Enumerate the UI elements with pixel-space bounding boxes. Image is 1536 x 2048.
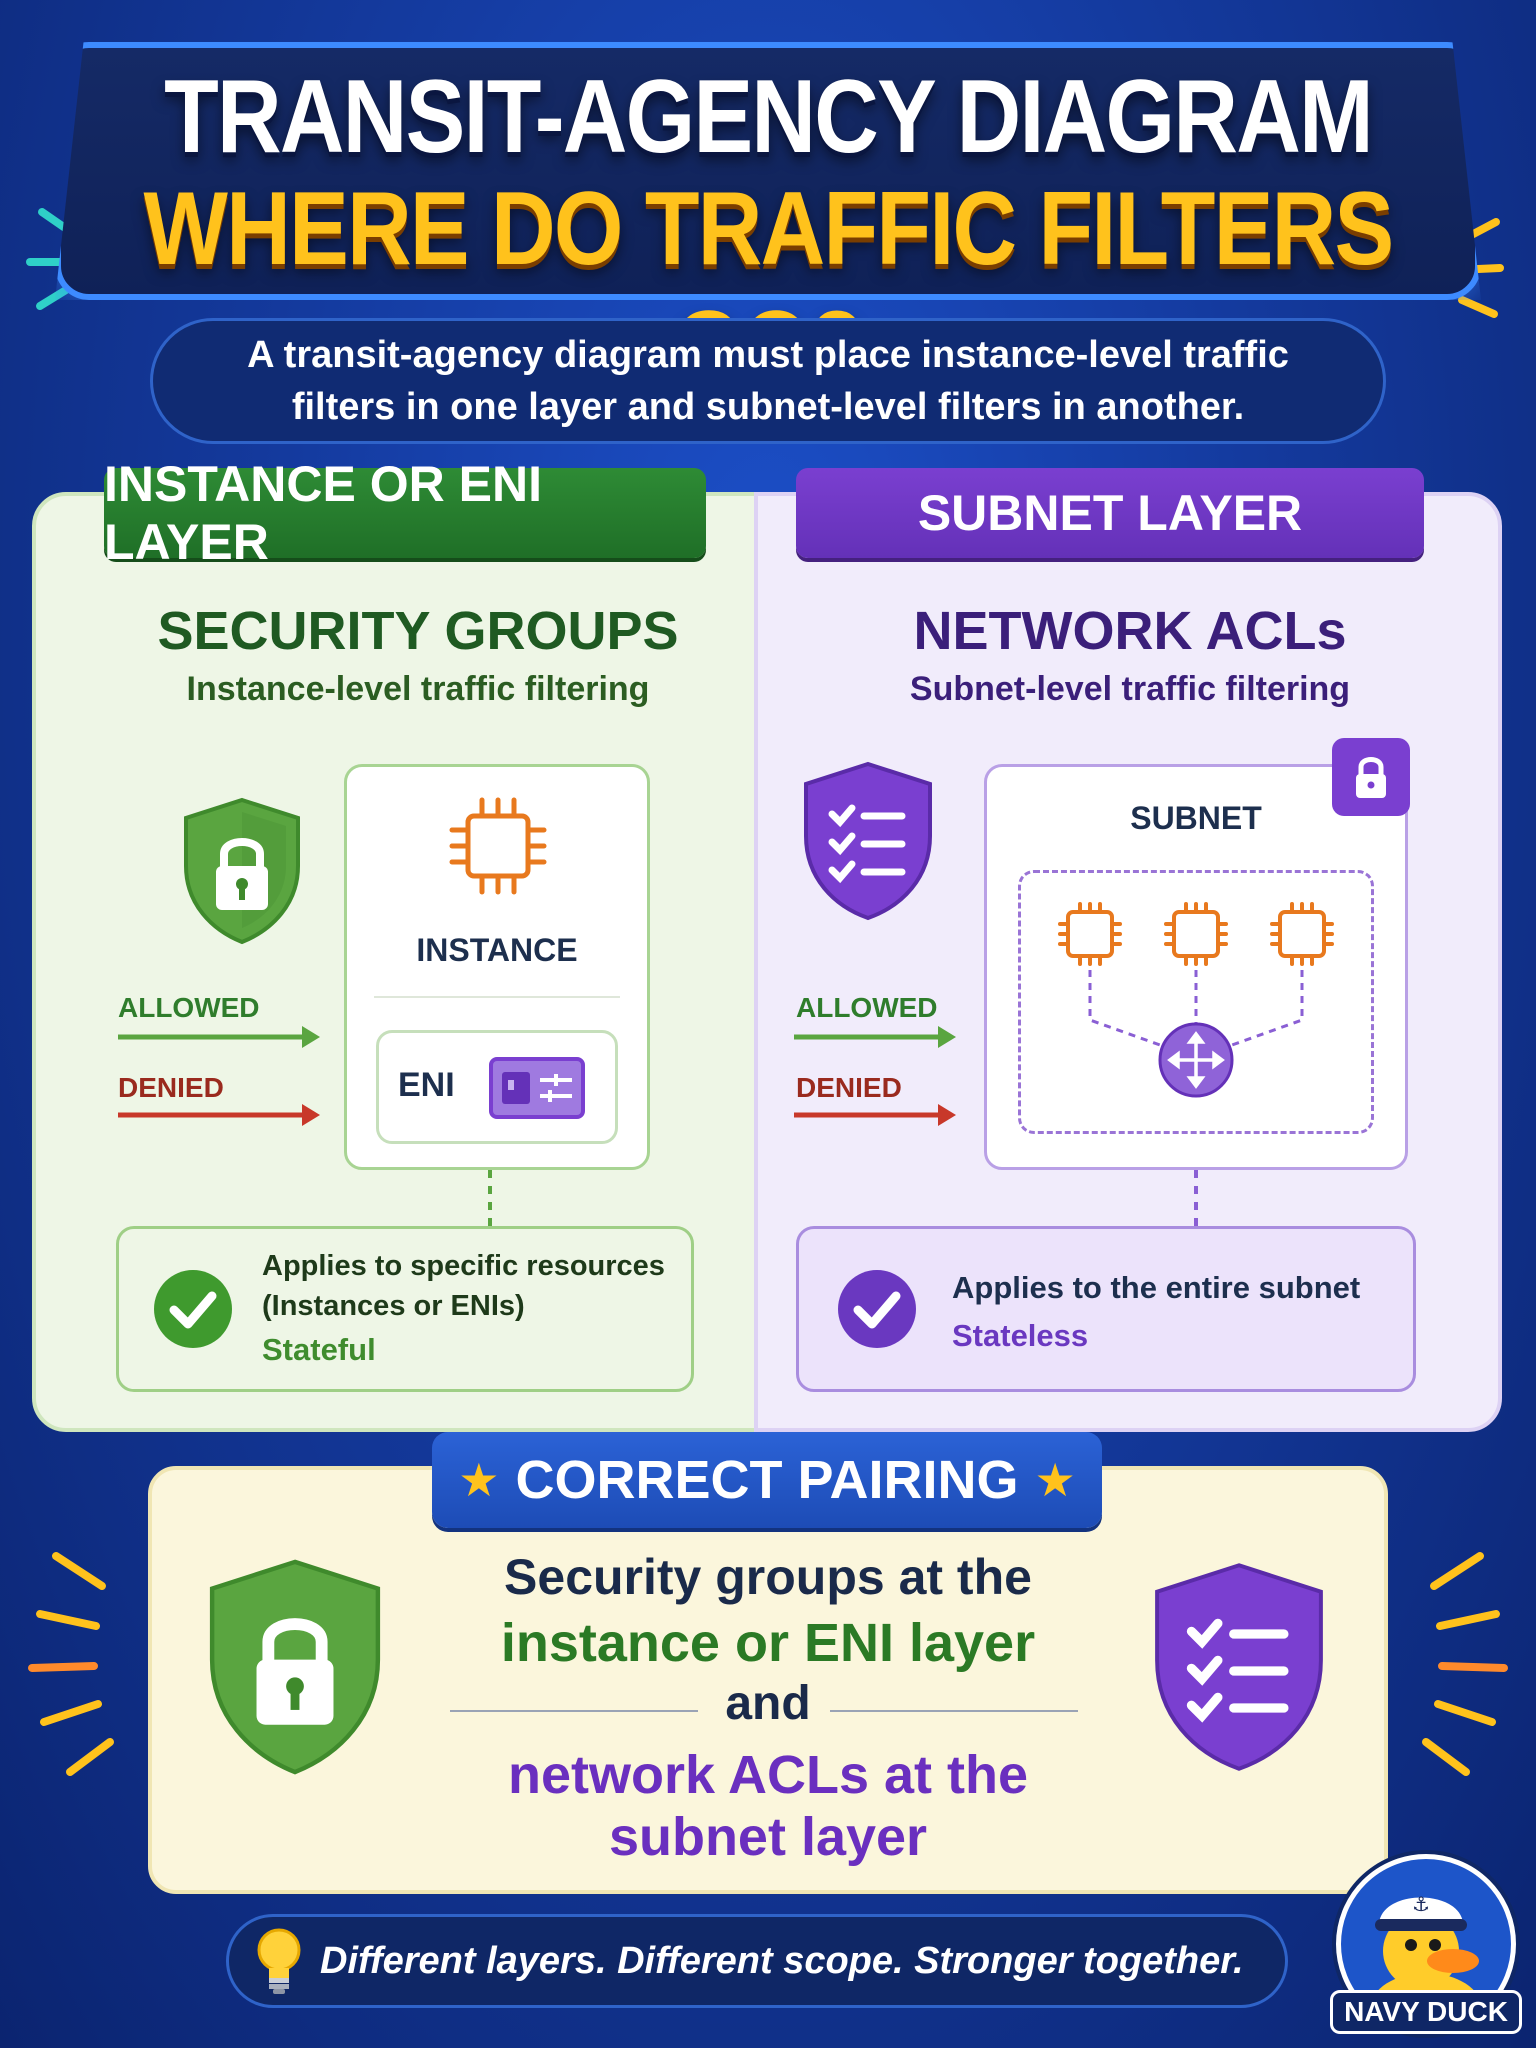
left-panel-subheading: Instance-level traffic filtering xyxy=(186,670,650,708)
connector-left xyxy=(488,1170,492,1230)
allowed-label-right: ALLOWED xyxy=(796,992,938,1023)
pairing-and: and xyxy=(725,1677,811,1730)
lock-badge xyxy=(1332,738,1410,816)
left-info-stateful: Stateful xyxy=(262,1332,376,1367)
shield-lock-large-icon xyxy=(209,1559,381,1775)
chip-icon xyxy=(449,797,547,895)
pairing-line-3: network ACLs at the xyxy=(507,1745,1029,1805)
mascot-label: NAVY DUCK xyxy=(1330,1990,1522,2034)
right-panel-subheading: Subnet-level traffic filtering xyxy=(909,670,1351,708)
footer-text: Different layers. Different scope. Stron… xyxy=(320,1940,1244,1982)
allowed-label-left: ALLOWED xyxy=(118,992,260,1023)
lightbulb-icon xyxy=(257,1928,301,1994)
denied-label-right: DENIED xyxy=(796,1072,902,1103)
subnet-chips xyxy=(1058,902,1334,1098)
lock-icon xyxy=(1356,757,1386,798)
pairing-tag-label: CORRECT PAIRING xyxy=(515,1450,1019,1510)
pairing-line-1: Security groups at the xyxy=(504,1549,1032,1605)
right-panel-heading: NETWORK ACLs xyxy=(913,601,1347,661)
instance-label: INSTANCE xyxy=(416,932,578,968)
left-info-text: Applies to specific resources (Instances… xyxy=(262,1250,665,1322)
left-panel-tag: INSTANCE OR ENI LAYER xyxy=(104,456,706,570)
pairing-rule-left xyxy=(450,1710,698,1712)
star-icon: ★ xyxy=(1034,1454,1076,1506)
title-line-1: TRANSIT-AGENCY DIAGRAM xyxy=(164,59,1373,175)
instance-divider xyxy=(374,996,620,998)
connector-right xyxy=(1194,1170,1198,1230)
check-circle-purple-icon xyxy=(838,1270,916,1348)
pairing-line-4: subnet layer xyxy=(608,1807,928,1867)
title-banner xyxy=(55,42,1481,300)
check-circle-icon xyxy=(154,1270,232,1348)
allowed-arrow-left xyxy=(118,1026,320,1048)
pairing-line-2: instance or ENI layer xyxy=(500,1613,1036,1673)
network-card-icon xyxy=(489,1057,585,1119)
denied-arrow-right xyxy=(794,1104,956,1126)
subnet-box xyxy=(984,764,1408,1170)
subnet-boundary xyxy=(1018,870,1374,1134)
shield-checklist-icon xyxy=(804,761,932,921)
right-panel-tag: SUBNET LAYER xyxy=(796,468,1424,558)
pairing-tag: ★ CORRECT PAIRING ★ xyxy=(432,1432,1102,1528)
right-info-text: Applies to the entire subnet xyxy=(952,1270,1361,1305)
pairing-rule-right xyxy=(830,1710,1078,1712)
svg-text:⚓: ⚓ xyxy=(1412,1892,1430,1916)
shield-checklist-large-icon xyxy=(1155,1563,1323,1771)
shield-lock-icon xyxy=(184,797,300,945)
allowed-arrow-right xyxy=(794,1026,956,1048)
eni-label: ENI xyxy=(398,1066,455,1104)
denied-label-left: DENIED xyxy=(118,1072,224,1103)
denied-arrow-left xyxy=(118,1104,320,1126)
subnet-label: SUBNET xyxy=(1130,800,1262,836)
right-info-stateless: Stateless xyxy=(952,1318,1089,1353)
footer-pill xyxy=(226,1914,1288,2008)
star-icon: ★ xyxy=(458,1454,500,1506)
subtitle: A transit-agency diagram must place inst… xyxy=(150,318,1386,444)
left-panel-heading: SECURITY GROUPS xyxy=(157,601,679,661)
